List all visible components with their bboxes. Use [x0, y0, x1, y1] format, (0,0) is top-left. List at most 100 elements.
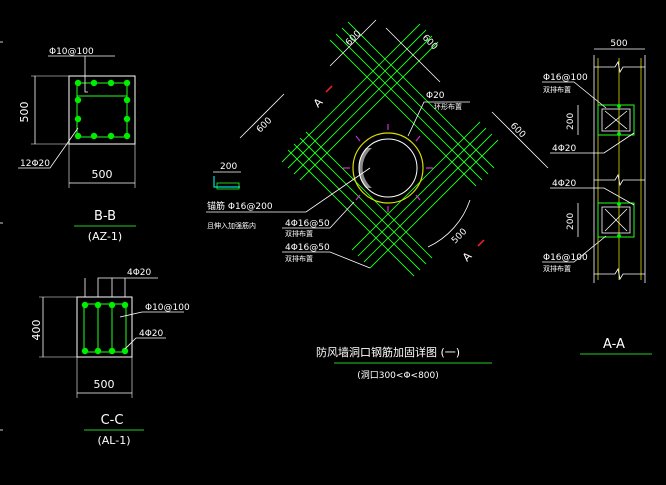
bb-leader-left [18, 127, 79, 169]
cc-dot [81, 301, 89, 309]
callout-diag-2-note: 双排布置 [285, 254, 313, 263]
aa-callout-bottom-bar: Φ16@100 [543, 253, 588, 263]
aa-dim-upper: 200 [566, 113, 576, 130]
bb-leader-top [84, 56, 88, 93]
aa-dim-top: 500 [610, 39, 627, 49]
section-mark-left: A [311, 95, 326, 110]
section-bb: Φ10@100 500 500 12Φ20 B-B (AZ-1) [18, 47, 136, 243]
dim-line-left [239, 93, 285, 139]
aa-break-top [594, 60, 645, 74]
bb-dot [90, 79, 98, 87]
plan-radial-bars [343, 124, 433, 212]
aa-dot [617, 234, 621, 238]
rebar-line [347, 21, 495, 169]
bb-callout-left: 12Φ20 [20, 159, 50, 169]
cc-title: C-C [101, 413, 124, 428]
dim-line-top-left [329, 19, 377, 67]
plan-subtitle: (洞口300<Φ<800) [357, 370, 439, 381]
bb-callout-top: Φ10@100 [49, 47, 94, 57]
cc-dot [121, 301, 129, 309]
cc-dot [108, 347, 116, 355]
section-cc: 4Φ20 Φ10@100 4Φ20 400 500 C-C (AL-1) [30, 268, 190, 447]
leader-ring [407, 101, 470, 137]
aa-leader-middle [550, 187, 635, 206]
cc-leader-bottom [124, 337, 166, 350]
opening-hatch [358, 148, 372, 188]
aa-callout-upper: 4Φ20 [552, 144, 577, 154]
dim-top-left: 600 [344, 29, 363, 48]
cc-outline [76, 296, 133, 358]
radial-bar [355, 194, 361, 201]
aa-callout-bottom-note: 双排布置 [543, 264, 571, 273]
bb-dot [107, 79, 115, 87]
aa-dot [617, 202, 621, 206]
cc-callout-top: 4Φ20 [127, 268, 152, 278]
dim-top-right: 600 [420, 33, 439, 52]
aa-callout-top-bar: Φ16@100 [543, 73, 588, 83]
bb-dot [123, 132, 131, 140]
aa-break-mid [594, 173, 645, 187]
bb-dot [74, 132, 82, 140]
cc-leader-stirrup [119, 311, 184, 318]
bb-dot [74, 96, 82, 104]
aa-box-lower-x2 [604, 208, 628, 232]
rebar-line [287, 29, 427, 169]
bb-subtitle: (AZ-1) [88, 230, 122, 243]
radial-bar [415, 135, 421, 142]
plan-view: 600 600 600 600 500 A A Φ20 环形布置 锚筋 Φ16@… [206, 19, 549, 381]
section-mark-left-tick [325, 85, 333, 93]
aa-box-upper [597, 104, 635, 136]
aa-box-upper-x2 [604, 110, 628, 130]
aa-dim-lower: 200 [566, 213, 576, 230]
cc-dim-height: 400 [30, 320, 43, 341]
dim-arc-text: 500 [450, 227, 469, 246]
bb-dim-height: 500 [18, 102, 31, 123]
rebar-line [299, 41, 439, 181]
bb-dot [74, 79, 82, 87]
rebar-line [369, 139, 499, 269]
section-mark-right-tick [477, 239, 485, 247]
dim-line-right [491, 111, 549, 169]
callout-diag-1-note: 双排布置 [285, 229, 313, 238]
bb-outline [68, 75, 136, 145]
rebar-line [281, 23, 421, 163]
opening-ring-outer [352, 132, 424, 204]
section-mark-right: A [460, 249, 475, 264]
cc-dot [94, 301, 102, 309]
cc-dot [121, 347, 129, 355]
dim-line-top-right [385, 27, 441, 83]
aa-leader-bottom [542, 235, 607, 263]
rebar-line [351, 121, 481, 251]
bb-dot [123, 96, 131, 104]
cc-leader-top [97, 277, 158, 297]
bb-dim-width: 500 [92, 168, 113, 181]
dim-arc [427, 199, 471, 248]
cc-stirrup [83, 303, 127, 353]
cc-callout-stirrup: Φ10@100 [145, 303, 190, 313]
bb-dot [74, 115, 82, 123]
rebar-line [329, 39, 477, 187]
plan-title: 防风墙洞口钢筋加固详图 (一) [316, 345, 460, 359]
callout-ring-note: 环形布置 [434, 102, 462, 111]
legend-dim: 200 [220, 162, 237, 172]
cc-subtitle: (AL-1) [97, 434, 130, 447]
aa-title: A-A [603, 337, 625, 352]
bb-dot [90, 132, 98, 140]
cc-dot [108, 301, 116, 309]
cc-rebar-dots [81, 301, 129, 355]
bb-dot [107, 132, 115, 140]
aa-box-lower-inner [601, 206, 631, 234]
rebar-line [357, 127, 487, 257]
bb-stirrup [76, 82, 128, 138]
callout-anchor-note: 且伸入加强筋内 [207, 221, 256, 230]
rebar-line [341, 27, 489, 175]
rebar-line [293, 35, 433, 175]
bb-dot [123, 115, 131, 123]
aa-callout-top-note: 双排布置 [543, 85, 571, 94]
dim-right: 600 [508, 121, 527, 140]
callout-ring-bar: Φ20 [426, 91, 445, 101]
cc-dim-width: 500 [94, 378, 115, 391]
plan-dimensions [239, 19, 549, 169]
cc-dot [94, 347, 102, 355]
